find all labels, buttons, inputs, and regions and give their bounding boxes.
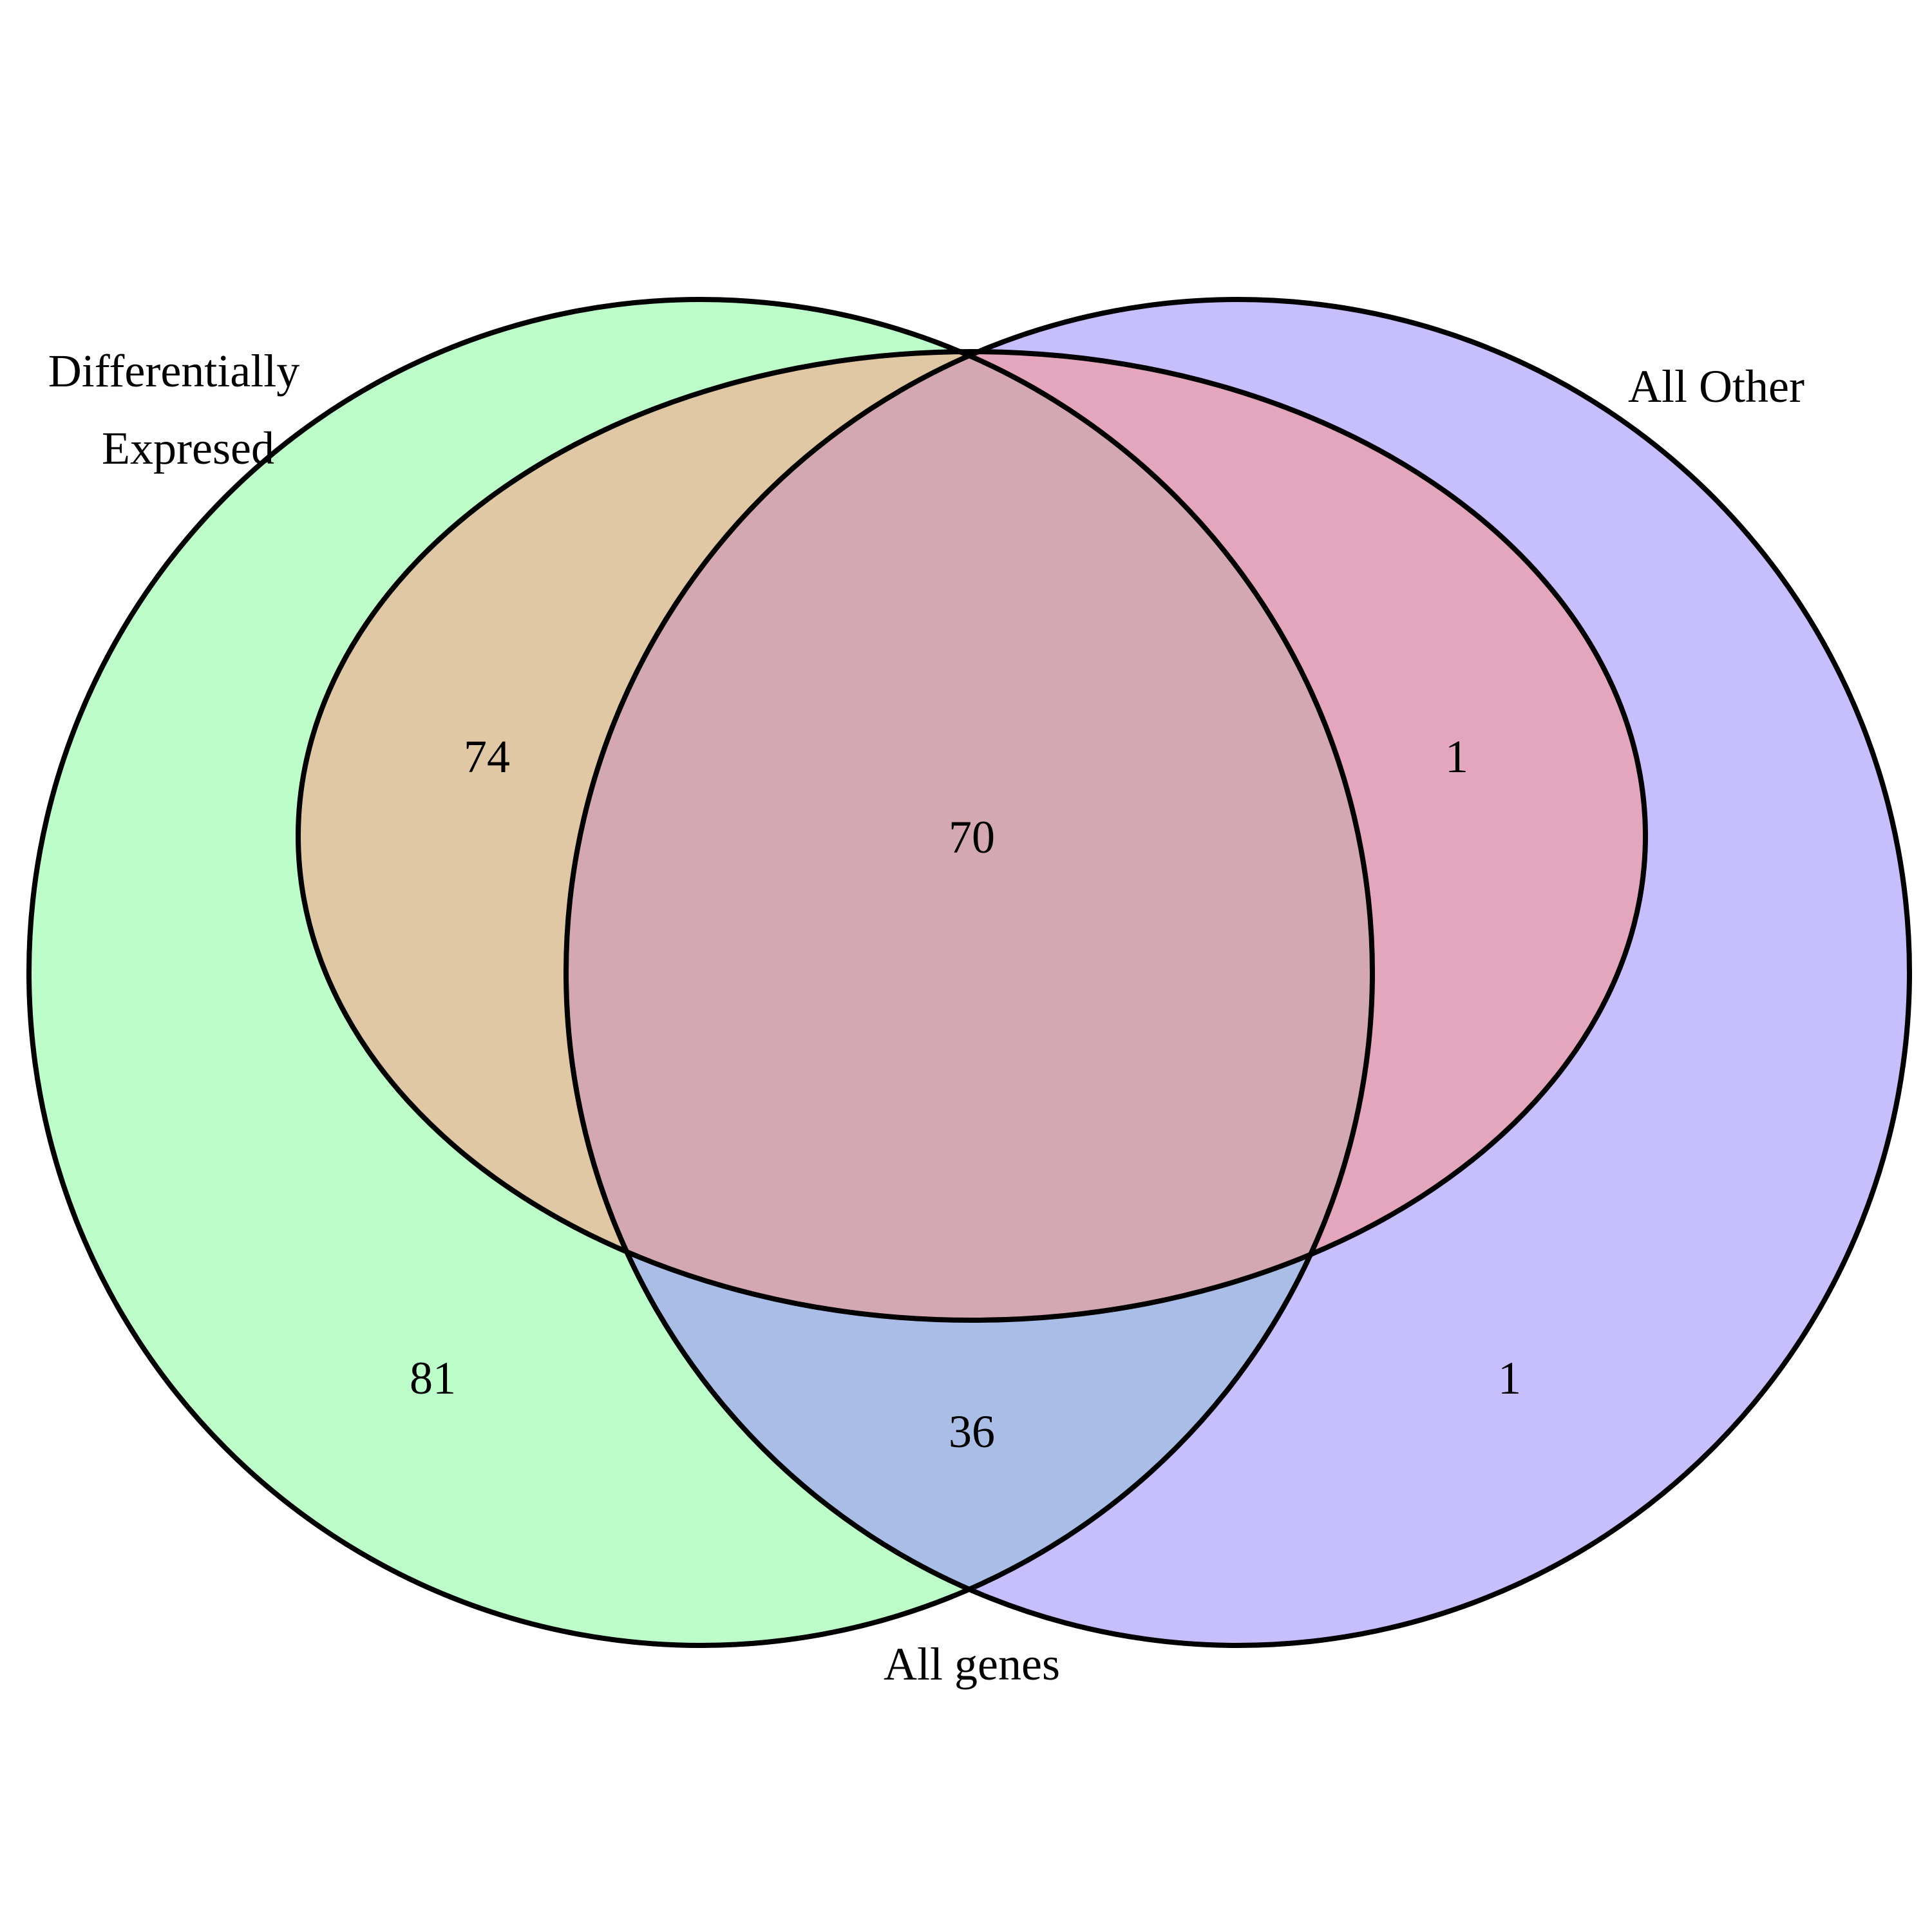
- set-label-de-line2: Expresed: [102, 422, 274, 474]
- count-de-all: 74: [464, 731, 510, 782]
- count-other-all: 1: [1445, 731, 1468, 782]
- count-all-three: 70: [949, 811, 995, 863]
- set-label-de-line1: Differentially: [48, 345, 300, 397]
- set-all-outline: [296, 349, 1648, 1323]
- count-de-only: 81: [410, 1352, 456, 1404]
- set-de-outline: [26, 297, 1375, 1648]
- set-label-other: All Other: [1628, 361, 1804, 412]
- set-other-outline: [564, 297, 1912, 1648]
- set-label-all: All genes: [884, 1638, 1060, 1690]
- count-de-other: 36: [949, 1406, 995, 1457]
- count-other-only: 1: [1498, 1352, 1521, 1404]
